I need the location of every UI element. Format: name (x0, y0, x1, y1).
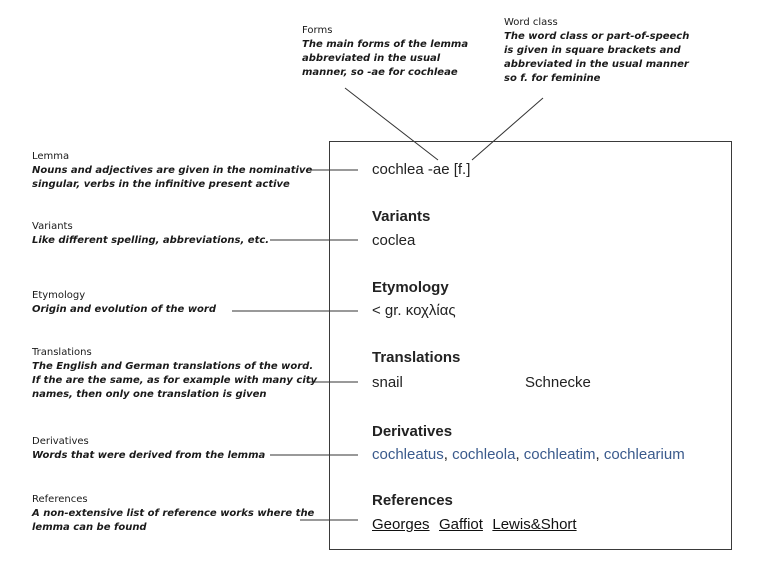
annotation-desc: Like different spelling, abbreviations, … (32, 235, 270, 246)
annotation-desc: Nouns and adjectives are given in the no… (32, 165, 313, 176)
annotation-desc: abbreviated in the usual (302, 53, 441, 64)
reference-link-gaffiot[interactable]: Gaffiot (439, 516, 483, 533)
lemma-line: cochlea -ae [f.] (372, 161, 471, 178)
variants-value: coclea (372, 232, 416, 249)
annotation-desc: The main forms of the lemma (302, 39, 469, 50)
translations-heading: Translations (372, 349, 461, 366)
annotation-title: Derivatives (32, 436, 89, 447)
annotation-title: Word class (504, 17, 558, 28)
annotation-forms: Forms The main forms of the lemma abbrev… (302, 24, 468, 80)
annotation-desc: is given in square brackets and (504, 45, 681, 56)
annotation-title: References (32, 494, 88, 505)
reference-link-lewis-short[interactable]: Lewis&Short (492, 516, 577, 533)
annotation-desc: singular, verbs in the infinitive presen… (32, 179, 290, 190)
annotation-desc: The word class or part-of-speech (504, 31, 690, 42)
annotation-desc: so f. for feminine (504, 73, 601, 84)
annotation-lemma: Lemma Nouns and adjectives are given in … (32, 150, 312, 192)
derivative-link[interactable]: cochleatim (523, 446, 596, 463)
references-list: Georges Gaffiot Lewis&Short (372, 516, 582, 534)
annotation-desc: If the are the same, as for example with… (32, 375, 318, 386)
annotation-title: Forms (302, 25, 333, 36)
annotation-desc: A non-extensive list of reference works … (32, 508, 315, 519)
annotation-desc: abbreviated in the usual manner (504, 59, 689, 70)
translation-german: Schnecke (525, 374, 591, 391)
annotation-variants: Variants Like different spelling, abbrev… (32, 220, 269, 248)
variants-heading: Variants (372, 208, 431, 225)
references-heading: References (372, 492, 453, 509)
annotation-word-class: Word class The word class or part-of-spe… (504, 16, 689, 86)
derivatives-heading: Derivatives (372, 423, 453, 440)
reference-link-georges[interactable]: Georges (372, 516, 430, 533)
derivative-separator: , (595, 446, 600, 463)
annotation-desc: The English and German translations of t… (32, 361, 314, 372)
etymology-heading: Etymology (372, 279, 449, 296)
annotation-desc: manner, so -ae for cochleae (302, 67, 458, 78)
annotation-title: Variants (32, 221, 73, 232)
derivative-separator: , (515, 446, 520, 463)
annotation-translations: Translations The English and German tran… (32, 346, 317, 402)
annotation-desc: lemma can be found (32, 522, 147, 533)
derivatives-list: cochleatus, cochleola, cochleatim, cochl… (372, 446, 685, 463)
annotation-references: References A non-extensive list of refer… (32, 493, 314, 535)
annotation-derivatives: Derivatives Words that were derived from… (32, 435, 265, 463)
annotation-desc: Origin and evolution of the word (32, 304, 217, 315)
derivative-separator: , (443, 446, 448, 463)
annotation-title: Etymology (32, 290, 86, 301)
dictionary-entry-box (329, 141, 732, 550)
etymology-value: < gr. κοχλίας (372, 302, 456, 319)
annotation-desc: names, then only one translation is give… (32, 389, 267, 400)
annotation-etymology: Etymology Origin and evolution of the wo… (32, 289, 216, 317)
annotation-title: Lemma (32, 151, 70, 162)
translation-english: snail (372, 374, 403, 391)
annotation-desc: Words that were derived from the lemma (32, 450, 266, 461)
derivative-link[interactable]: cochleatus (372, 446, 444, 463)
derivative-link[interactable]: cochleola (452, 446, 516, 463)
annotation-title: Translations (32, 347, 92, 358)
derivative-link[interactable]: cochlearium (603, 446, 685, 463)
